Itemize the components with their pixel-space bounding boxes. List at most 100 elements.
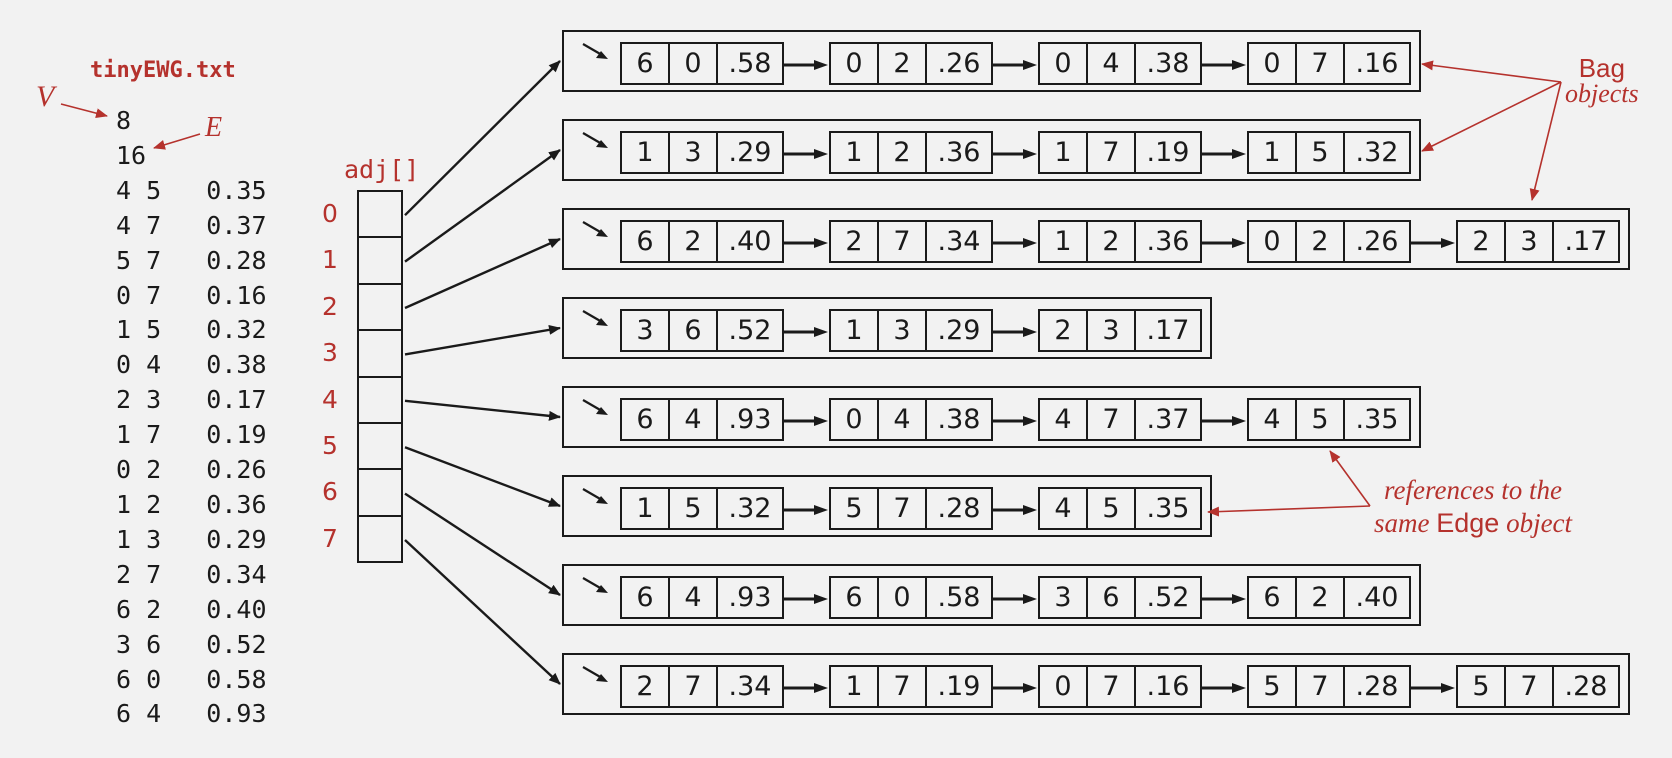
next-link-arrow: [1202, 149, 1246, 159]
ref-edge-word: Edge: [1436, 508, 1500, 538]
first-pointer-icon: [582, 221, 608, 237]
edge-v: 1: [831, 311, 879, 350]
ref-object: object: [1499, 508, 1573, 538]
edge-w: 3: [1088, 311, 1136, 350]
edge-weight: .32: [728, 493, 772, 524]
adj-index: 0: [322, 199, 338, 228]
next-link-arrow: [784, 60, 828, 70]
edge-weight: .28: [1564, 671, 1608, 702]
edge-w: 6: [1088, 578, 1136, 617]
v-label: V: [36, 80, 55, 113]
edge-w: 3: [670, 133, 718, 172]
next-link-arrow: [1202, 238, 1246, 248]
adj-pointer-arrow: [404, 60, 561, 217]
ref-arrow-2: [1207, 505, 1371, 517]
file-line: 0 7 0.16: [116, 280, 267, 310]
edge-w: 5: [1297, 133, 1345, 172]
ref-line-1: references to the: [1384, 475, 1562, 505]
edge-w: 4: [670, 578, 718, 617]
next-link-arrow: [993, 60, 1037, 70]
edge-w: 7: [1088, 667, 1136, 706]
edge-v: 0: [1249, 44, 1297, 83]
adj-index: 7: [322, 523, 338, 553]
edge-weight: .17: [1146, 315, 1190, 346]
ref-arrow-1: [1329, 450, 1371, 507]
adj-pointer-arrow: [404, 399, 561, 421]
file-line: 1 3 0.29: [116, 524, 267, 554]
edge-v: 0: [1040, 44, 1088, 83]
edge-weight: .29: [728, 137, 772, 168]
edge-weight: .38: [1146, 48, 1190, 79]
edge-w: 5: [670, 489, 718, 528]
edge-w: 7: [670, 667, 718, 706]
edge-w: 7: [879, 222, 927, 261]
edge-weight: .58: [937, 582, 981, 613]
ref-same: same: [1374, 508, 1437, 538]
edge-v: 3: [622, 311, 670, 350]
file-line: 3 6 0.52: [116, 629, 267, 659]
adj-cell: [357, 423, 403, 471]
next-link-arrow: [993, 149, 1037, 159]
edge-v: 1: [831, 667, 879, 706]
next-link-arrow: [1202, 594, 1246, 604]
edge-weight: .28: [937, 493, 981, 524]
first-pointer-icon: [582, 43, 608, 59]
edge-weight: .16: [1146, 671, 1190, 702]
edge-w: 2: [1297, 222, 1345, 261]
v-pointer-arrow: [60, 103, 108, 119]
adj-pointer-arrow: [404, 149, 561, 263]
edge-v: 6: [622, 400, 670, 439]
edge-w: 7: [1088, 133, 1136, 172]
next-link-arrow: [993, 505, 1037, 515]
edge-weight: .52: [728, 315, 772, 346]
first-pointer-icon: [582, 488, 608, 504]
next-link-arrow: [784, 416, 828, 426]
next-link-arrow: [993, 594, 1037, 604]
bag-objects-word: objects: [1565, 79, 1639, 108]
edge-w: 7: [1088, 400, 1136, 439]
edge-v: 0: [1040, 667, 1088, 706]
edge-weight: .19: [1146, 137, 1190, 168]
adj-cell: [357, 238, 403, 285]
edge-v: 5: [1458, 667, 1506, 706]
file-line: 4 7 0.37: [116, 210, 267, 240]
edge-weight: .37: [1146, 404, 1190, 435]
edge-w: 7: [1506, 667, 1554, 706]
adj-index: 1: [322, 245, 338, 275]
first-pointer-icon: [582, 577, 608, 593]
file-title: tinyEWG.txt: [90, 58, 236, 83]
edge-weight: .32: [1355, 137, 1399, 168]
adj-cell: [357, 284, 403, 332]
next-link-arrow: [993, 683, 1037, 693]
edge-weight: .93: [728, 404, 772, 435]
file-line: 0 2 0.26: [116, 455, 267, 485]
edge-v: 6: [831, 578, 879, 617]
adj-index: 6: [322, 477, 338, 507]
bag-arrow-2: [1421, 81, 1562, 152]
bag-objects-label: Bag objects: [1565, 55, 1639, 108]
edge-v: 1: [831, 133, 879, 172]
edge-weight: .26: [1355, 226, 1399, 257]
edge-weight: .34: [937, 226, 981, 257]
edge-v: 5: [1249, 667, 1297, 706]
edge-weight: .26: [937, 48, 981, 79]
next-link-arrow: [1202, 416, 1246, 426]
